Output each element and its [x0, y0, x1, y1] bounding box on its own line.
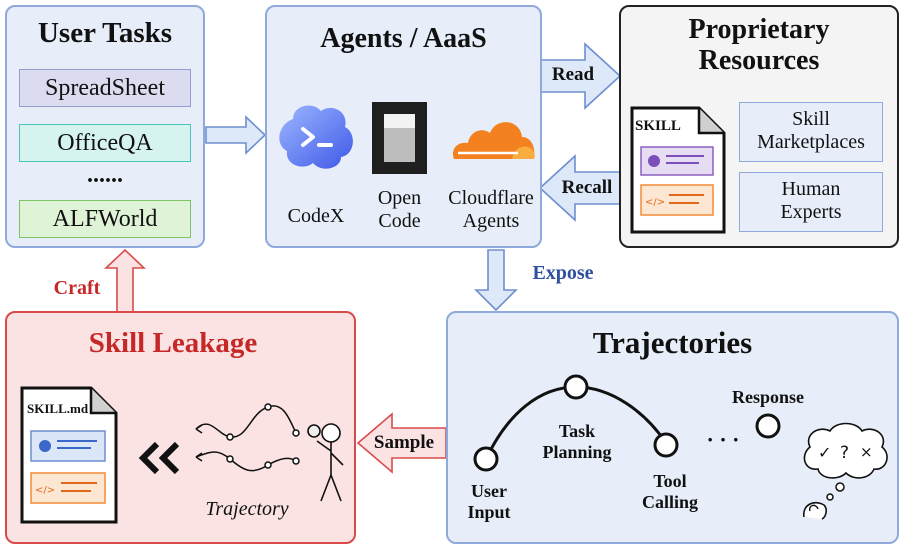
- agents-panel: Agents / AaaS CodeX Open Code Cloudflare…: [265, 5, 542, 248]
- trajectory-path-graphic: [473, 374, 781, 472]
- read-label: Read: [551, 64, 595, 85]
- recall-label: Recall: [561, 177, 613, 198]
- skill-md-document-icon: </>: [20, 386, 118, 524]
- cloudflare-icon: [452, 122, 535, 159]
- svg-text:×: ×: [860, 443, 873, 461]
- tasks-to-agents-arrow: [205, 115, 267, 155]
- user-tasks-title: User Tasks: [37, 17, 173, 49]
- svg-text:✓: ✓: [818, 443, 831, 462]
- skill-leakage-panel: Skill Leakage </> SKILL.md: [5, 311, 356, 544]
- skill-leakage-title: Skill Leakage: [88, 327, 258, 359]
- investigator-figure-icon: [307, 423, 344, 502]
- agent-cloudflare-label: Cloudflare Agents: [448, 187, 534, 232]
- craft-label: Craft: [53, 277, 101, 299]
- agent-codex-label: CodeX: [287, 205, 345, 227]
- recall-arrow: [538, 154, 621, 222]
- expose-label: Expose: [532, 262, 594, 284]
- skill-document-icon: </>: [630, 106, 726, 234]
- read-arrow: [540, 42, 622, 110]
- trajectories-panel: Trajectories User Input Task Planning To…: [446, 311, 899, 544]
- opencode-icon: [372, 102, 427, 174]
- node-user-input-label: User Input: [467, 481, 511, 522]
- task-ellipsis: ......: [87, 162, 123, 188]
- skill-doc-label: SKILL: [635, 118, 681, 134]
- svg-text:</>: </>: [645, 197, 665, 208]
- double-chevron-left-icon: [138, 441, 180, 475]
- thought-bubble-icon: ✓ ? ×: [803, 422, 888, 520]
- svg-text:?: ?: [840, 443, 849, 463]
- expose-arrow: [474, 249, 518, 312]
- node-task-planning-label: Task Planning: [542, 421, 612, 462]
- trajectory-label: Trajectory: [205, 498, 289, 520]
- codex-icon: [279, 105, 353, 169]
- user-tasks-panel: User Tasks SpreadSheet OfficeQA ...... A…: [5, 5, 205, 248]
- sample-label: Sample: [373, 432, 435, 453]
- trajectory-curves-icon: [195, 403, 300, 472]
- sample-arrow: [356, 412, 447, 474]
- skill-md-label: SKILL.md: [27, 401, 89, 416]
- task-officeqa: OfficeQA: [19, 124, 191, 162]
- node-tool-calling-label: Tool Calling: [641, 471, 698, 512]
- task-spreadsheet: SpreadSheet: [19, 69, 191, 107]
- svg-text:</>: </>: [35, 485, 55, 496]
- proprietary-resources-panel: Proprietary Resources </> SKILL Skill Ma…: [619, 5, 899, 248]
- human-experts-box: Human Experts: [739, 172, 883, 232]
- task-alfworld: ALFWorld: [19, 200, 191, 238]
- trajectory-ellipsis: · · ·: [706, 427, 740, 452]
- proprietary-title: Proprietary Resources: [688, 14, 830, 76]
- agent-opencode-label: Open Code: [377, 187, 422, 232]
- skill-marketplaces-box: Skill Marketplaces: [739, 102, 883, 162]
- agents-title: Agents / AaaS: [320, 23, 487, 54]
- trajectories-title: Trajectories: [592, 325, 753, 360]
- craft-arrow: [103, 248, 147, 313]
- node-response-label: Response: [731, 387, 804, 407]
